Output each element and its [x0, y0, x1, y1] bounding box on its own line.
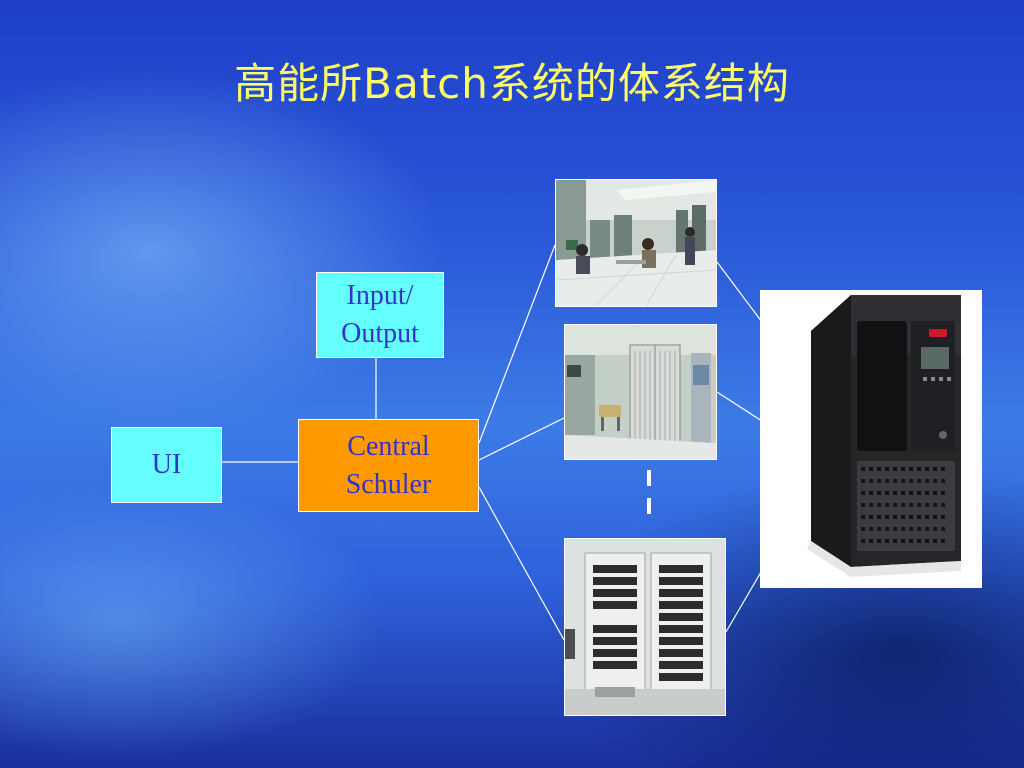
connector-scheduler-cabinet: [478, 417, 565, 461]
connector-cabinet-storage: [716, 391, 769, 426]
ellipsis-dash-1: [647, 470, 651, 486]
computer-room-photo: [555, 179, 717, 307]
storage-server-photo: [760, 290, 982, 588]
slide-title: 高能所Batch系统的体系结构: [234, 59, 790, 108]
ui-box-label: UI: [151, 449, 182, 481]
server-cabinet-photo: [564, 324, 717, 460]
connector-room-storage: [716, 261, 769, 331]
central-scheduler-box-label: Central Schuler: [345, 430, 432, 500]
ui-box: UI: [111, 427, 222, 503]
ellipsis-dash-2: [647, 498, 651, 514]
rack-servers-photo: [564, 538, 726, 716]
central-scheduler-box: Central Schuler: [298, 419, 479, 512]
connector-scheduler-room: [478, 244, 556, 444]
input-output-box-label: Input/ Output: [341, 280, 419, 349]
connector-scheduler-rack: [478, 486, 565, 641]
input-output-box: Input/ Output: [316, 272, 444, 358]
